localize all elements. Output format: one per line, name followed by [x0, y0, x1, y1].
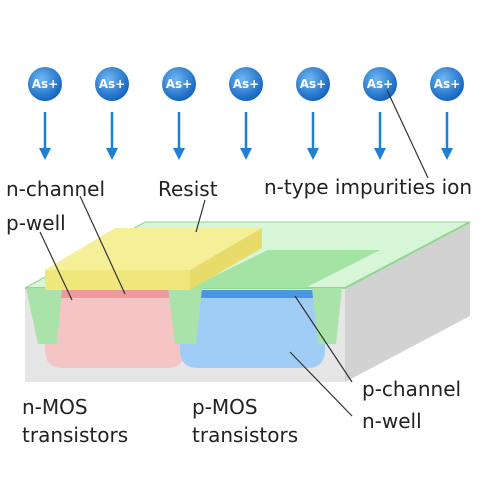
ion-label: As+	[233, 77, 259, 91]
arsenic-ion: As+	[363, 67, 397, 160]
ion-circle	[28, 67, 62, 101]
ion-circle	[430, 67, 464, 101]
ion-circle	[162, 67, 196, 101]
isolation-center	[168, 288, 202, 344]
label-n-type-impurities-ion: n-type impurities ion	[264, 175, 472, 199]
ion-label: As+	[166, 77, 192, 91]
isolation-right	[312, 288, 342, 344]
label-p-channel: p-channel	[362, 377, 461, 401]
arsenic-ion: As+	[28, 67, 62, 160]
label-n-mos-line1: n-MOS	[22, 395, 88, 419]
arsenic-ion: As+	[95, 67, 129, 160]
label-n-mos-line2: transistors	[22, 423, 128, 447]
isolation-trenches	[26, 288, 342, 344]
label-p-well: p-well	[6, 211, 66, 235]
ion-label: As+	[99, 77, 125, 91]
labels: n-channel p-well Resist n-type impuritie…	[6, 175, 472, 447]
p-well-region	[45, 290, 185, 368]
label-n-well: n-well	[362, 409, 422, 433]
ion-circle	[296, 67, 330, 101]
arrow-down-icon	[173, 148, 185, 160]
isolation-left	[26, 288, 62, 344]
ion-circle	[95, 67, 129, 101]
ion-label: As+	[434, 77, 460, 91]
arrow-down-icon	[441, 148, 453, 160]
resist-front	[45, 270, 190, 290]
arsenic-ion: As+	[162, 67, 196, 160]
ion-label: As+	[32, 77, 58, 91]
n-well-region	[180, 290, 325, 368]
p-channel-layer	[195, 290, 313, 298]
label-p-mos-line2: transistors	[192, 423, 298, 447]
ion-label: As+	[300, 77, 326, 91]
label-n-channel: n-channel	[6, 177, 105, 201]
arsenic-ion: As+	[430, 67, 464, 160]
ion-circle	[229, 67, 263, 101]
n-well-top-surface	[190, 250, 380, 288]
label-resist: Resist	[158, 177, 218, 201]
arrow-down-icon	[374, 148, 386, 160]
resist-right-side	[190, 228, 262, 290]
label-p-mos-line1: p-MOS	[192, 395, 258, 419]
arsenic-ion: As+	[296, 67, 330, 160]
arrow-down-icon	[39, 148, 51, 160]
leader-lines	[39, 89, 429, 417]
arrow-down-icon	[240, 148, 252, 160]
n-channel-layer	[55, 290, 175, 298]
arrow-down-icon	[307, 148, 319, 160]
ion-row: As+ As+ As+ As+ As+ As+ As+	[28, 67, 464, 160]
arsenic-ion: As+	[229, 67, 263, 160]
substrate-right-side	[345, 222, 470, 382]
ion-label: As+	[367, 77, 393, 91]
arrow-down-icon	[106, 148, 118, 160]
